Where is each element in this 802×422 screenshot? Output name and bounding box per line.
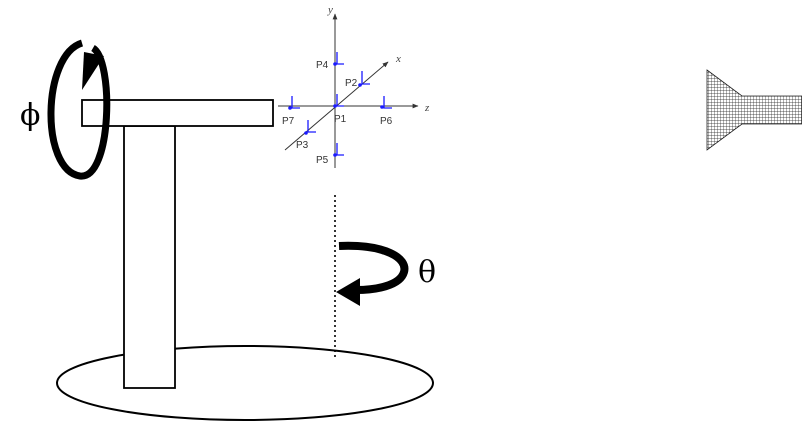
x-axis-label: x	[395, 53, 401, 65]
vertical-post	[123, 125, 176, 389]
coordinate-axes: y x z	[278, 4, 430, 168]
measurement-dots	[288, 62, 384, 157]
marker-p1	[336, 94, 344, 107]
z-axis-label: z	[424, 102, 430, 114]
marker-p2	[361, 71, 370, 85]
marker-p4	[336, 52, 344, 65]
marker-p3	[307, 120, 316, 133]
marker-p5	[336, 143, 344, 156]
horizontal-arm	[81, 99, 274, 127]
y-axis-label: y	[327, 4, 333, 16]
marker-p6	[383, 96, 392, 109]
phi-label: ϕ	[20, 98, 40, 133]
theta-rotation-arrow	[336, 241, 409, 306]
point-label-p6: P6	[380, 116, 393, 127]
horn-antenna-mesh	[706, 69, 802, 151]
point-label-p7: P7	[282, 116, 295, 127]
turntable-base	[56, 345, 434, 421]
marker-p7	[291, 96, 300, 109]
point-label-p2: P2	[345, 78, 358, 89]
point-label-p5: P5	[316, 155, 329, 166]
point-label-p1: P1	[334, 114, 347, 125]
point-label-p4: P4	[316, 60, 329, 71]
phi-rotation-arrow	[47, 39, 111, 180]
theta-label: θ	[418, 255, 436, 290]
point-label-p3: P3	[296, 140, 309, 151]
measurement-markers	[291, 52, 392, 156]
